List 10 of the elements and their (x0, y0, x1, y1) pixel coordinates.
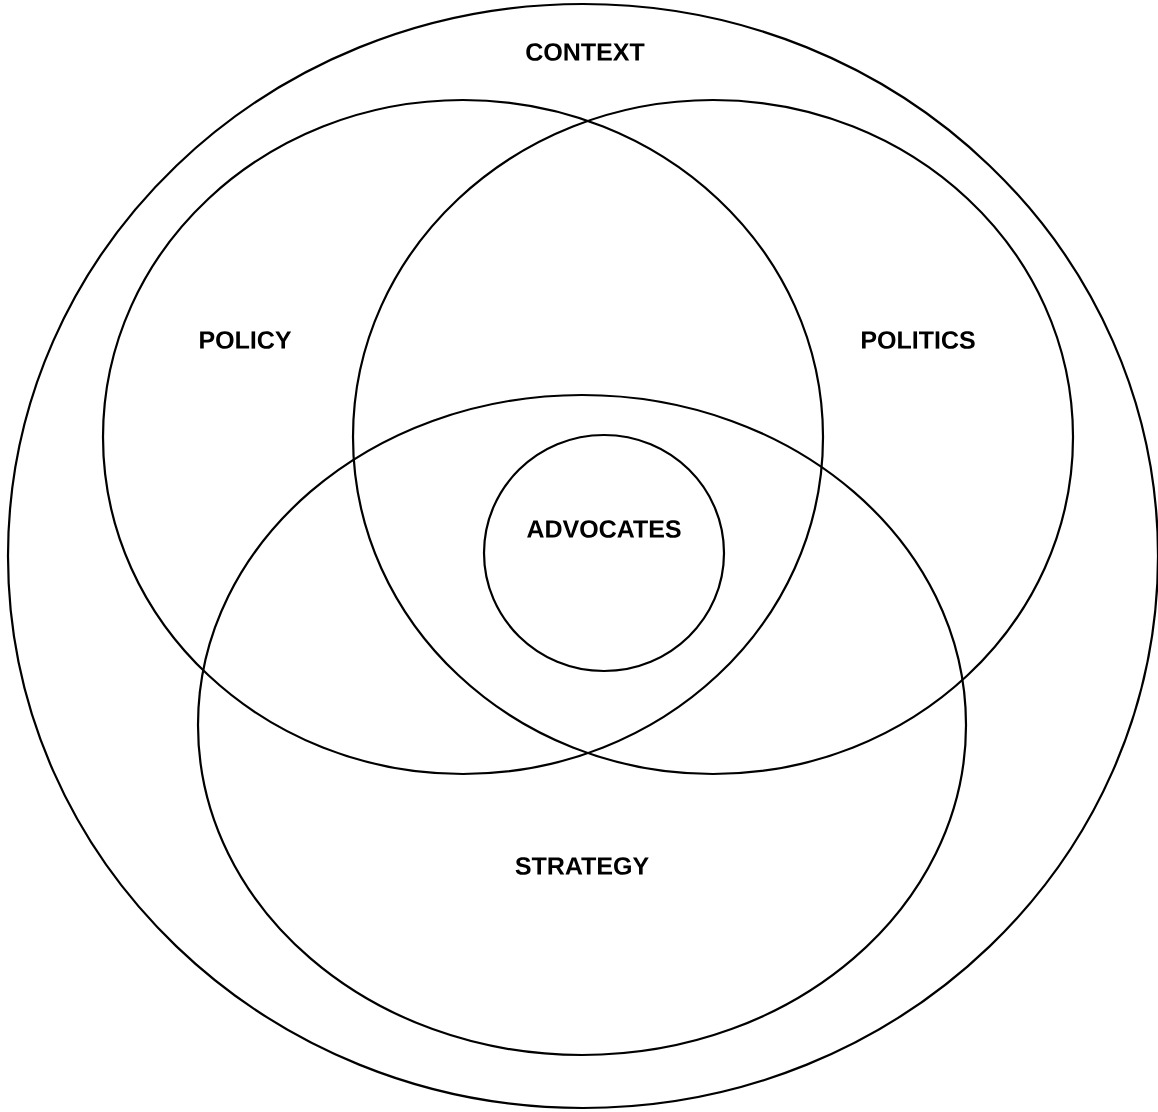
circle-label: POLITICS (862, 331, 975, 349)
circle-label: STRATEGY (515, 857, 649, 875)
venn-circle (196, 393, 968, 1057)
circle-label: ADVOCATES (527, 520, 681, 538)
venn-circle (351, 98, 1075, 776)
circle-label: POLICY (200, 331, 292, 349)
circle-label: CONTEXT (526, 43, 645, 61)
venn-circle (101, 98, 825, 776)
outer-circle (6, 2, 1158, 1110)
center-circle (482, 433, 726, 673)
